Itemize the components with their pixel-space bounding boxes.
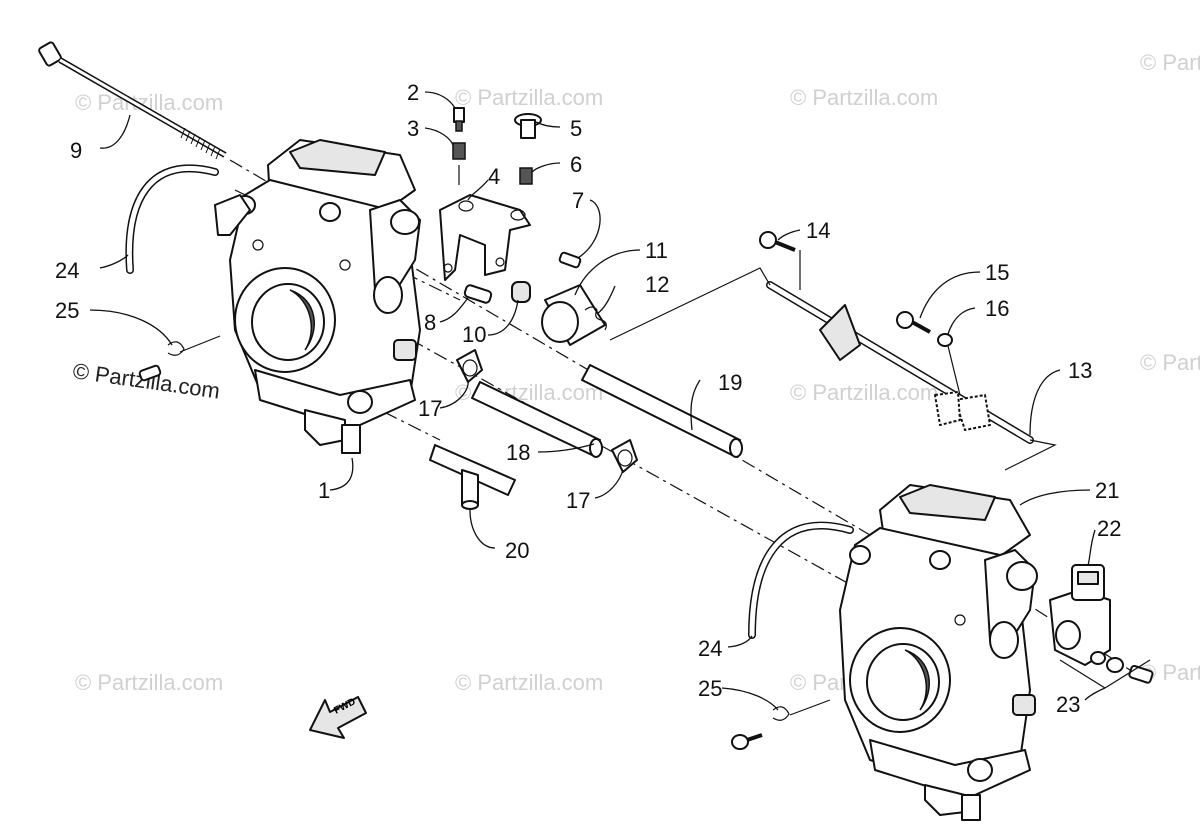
screw-part-5: [514, 113, 542, 139]
callout-12: 12: [645, 272, 669, 297]
screw-part-14: [759, 231, 796, 252]
tee-fitting-part-20: [429, 444, 516, 510]
forward-direction-arrow: FWD: [309, 696, 367, 739]
screw-part-8: [463, 284, 493, 304]
callout-25-right: 25: [698, 676, 722, 701]
throttle-drum-part-11: [541, 284, 606, 346]
long-screw-part-9: [38, 41, 227, 160]
callout-4: 4: [488, 164, 500, 189]
callout-24-right: 24: [698, 636, 722, 661]
vent-tube-part-18: [471, 381, 603, 458]
callout-9: 9: [70, 138, 82, 163]
callout-23: 23: [1056, 692, 1080, 717]
callout-6: 6: [570, 152, 582, 177]
watermark-dark: © Partzilla.com: [71, 358, 221, 403]
callout-10: 10: [462, 322, 486, 347]
cable-bracket-part-4: [439, 194, 531, 281]
watermark: © Partzilla.com: [790, 380, 938, 405]
callout-7: 7: [572, 188, 584, 213]
callout-17-lower: 17: [566, 488, 590, 513]
carburetor-right: [839, 484, 1038, 821]
watermark: © Partzilla.com: [790, 85, 938, 110]
hose-clamp-part-17-lower: [611, 439, 638, 473]
callout-8: 8: [424, 310, 436, 335]
callout-19: 19: [718, 370, 742, 395]
callout-16: 16: [985, 296, 1009, 321]
callout-13: 13: [1068, 358, 1092, 383]
callout-22: 22: [1097, 516, 1121, 541]
bushing-part-10: [511, 281, 531, 303]
watermark: © Partzilla.com: [75, 670, 223, 695]
watermark: © Partzilla.com: [455, 85, 603, 110]
callout-14: 14: [806, 218, 830, 243]
callout-5: 5: [570, 116, 582, 141]
screw-part-15: [896, 311, 931, 334]
return-spring-part-12: [584, 306, 607, 331]
watermark: © Partzilla.com: [1140, 50, 1200, 75]
spring-part-6: [519, 167, 533, 185]
watermark: © Partzilla.com: [1140, 350, 1200, 375]
spring-part-3: [452, 142, 466, 160]
screw-part-7: [558, 251, 582, 269]
callout-15: 15: [985, 260, 1009, 285]
callout-18: 18: [506, 440, 530, 465]
vent-hose-left: [125, 164, 219, 274]
callout-21: 21: [1095, 478, 1119, 503]
throttle-shaft-part-13: [766, 281, 1034, 444]
callout-17-upper: 17: [418, 396, 442, 421]
nut-part-16: [937, 333, 953, 347]
callout-2: 2: [407, 80, 419, 105]
clip-part-25-right: [731, 699, 831, 750]
part-23-bracket: [1059, 659, 1151, 689]
clip-part-25-left: [138, 335, 221, 382]
callout-11: 11: [645, 238, 668, 263]
leader-lines: [89, 91, 1106, 711]
callout-1: 1: [318, 478, 330, 503]
callout-labels: 9 24 25 1 2 3 4 5 6 7 8 10 11 12 17 17 1…: [55, 80, 1121, 717]
carburetor-left: [214, 139, 421, 454]
callout-25-left: 25: [55, 298, 79, 323]
vent-tube-part-19: [581, 364, 743, 458]
watermark: © Partzilla.com: [455, 670, 603, 695]
throttle-sensor-part-22: [1049, 564, 1111, 666]
shaft-outline-lines: [609, 267, 1057, 471]
callout-3: 3: [407, 116, 419, 141]
idle-screw-part-2: [453, 107, 465, 132]
callout-20: 20: [505, 538, 529, 563]
hardware-kit-part-23: [1090, 651, 1154, 684]
vent-hose-right: [748, 521, 854, 639]
callout-24-left: 24: [55, 258, 79, 283]
hose-clamp-part-17-upper: [456, 349, 483, 383]
